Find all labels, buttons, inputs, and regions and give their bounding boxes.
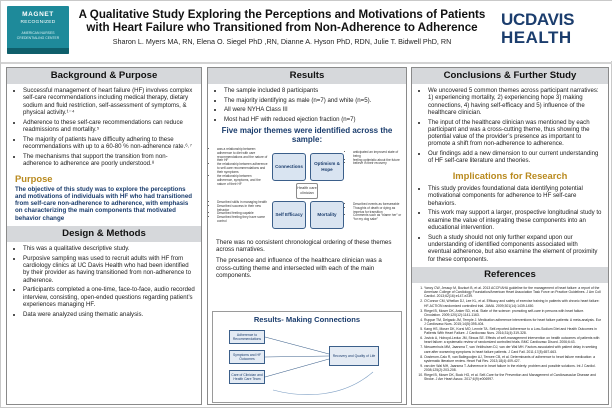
column-left: Background & Purpose Successful manageme…	[6, 67, 202, 405]
references-list: Yancy CW, Jessup M, Bozkurt B, et al. 20…	[412, 283, 608, 381]
note-item: the relationship between adherence to se…	[217, 162, 268, 175]
reference-item: Riegel B, Moser DK, Buck HG, et al. Self…	[424, 373, 602, 381]
connections-box: Symptoms and HF Outcomes	[229, 350, 265, 364]
poster-title: A Qualitative Study Exploring the Percep…	[78, 8, 486, 34]
connections-arrows	[264, 336, 374, 395]
note-optimism: anticipated an improved state of being f…	[348, 150, 402, 167]
list-item: Most had HF with reduced ejection fracti…	[224, 116, 400, 123]
connections-box: Adherence to Recommendations	[229, 330, 265, 344]
conclusions-list: We uncovered 5 common themes across part…	[412, 84, 608, 165]
list-item: We uncovered 5 common themes across part…	[428, 87, 602, 116]
results-paragraph-clinician: The presence and influence of the health…	[216, 257, 382, 279]
magnet-logo-subtitle: RECOGNIZED	[20, 19, 56, 25]
references-heading: References	[412, 266, 608, 283]
poster-authors: Sharon L. Myers MA, RN, Elena O. Siegel …	[112, 37, 452, 46]
reference-item: Kang HS, Moser DK, Korsi MO, Lennie TA. …	[424, 327, 602, 335]
purpose-text: The objective of this study was to explo…	[15, 185, 193, 222]
reference-item: Ruppar TM, Delgado JM, Temple J. Medicat…	[424, 318, 602, 326]
list-item: The majority of patients have difficulty…	[23, 136, 195, 151]
conclusions-heading: Conclusions & Further Study	[412, 68, 608, 84]
reference-item: Oosterom-Calo R, van Ballegooijen AJ, Te…	[424, 355, 602, 363]
list-item: Such a study should not only further exp…	[428, 234, 602, 263]
purpose-heading: Purpose	[15, 172, 53, 184]
reference-item: Nieuwenhuis MM, Jaarsma T, van Veldhuise…	[424, 345, 602, 353]
magnet-recognized-logo: MAGNET RECOGNIZED AMERICAN NURSES CREDEN…	[7, 6, 69, 54]
reference-item: O'Connor CM, Whellan DJ, Lee KL, et al. …	[424, 299, 602, 307]
list-item: Adherence to these self-care recommendat…	[23, 119, 195, 134]
note-self-efficacy: Described skills in managing health Desc…	[212, 200, 268, 224]
list-item: The sample included 8 participants	[224, 87, 400, 94]
list-item: All were NYHA Class III	[224, 106, 400, 113]
list-item: Participants completed a one-time, face-…	[23, 286, 195, 308]
design-list: This was a qualitative descriptive study…	[7, 242, 201, 318]
note-item: Described feeling they have some control	[217, 215, 268, 224]
list-item: This work may support a larger, prospect…	[428, 209, 602, 231]
list-item: The mechanisms that support the transiti…	[23, 153, 195, 168]
note-item: the relationship between adherence, symp…	[217, 174, 268, 187]
note-item: feeling optimistic about the future	[353, 158, 402, 163]
connections-box: Recovery and Quality of Life	[329, 346, 379, 366]
note-connections: was a relationship between adherence to …	[212, 147, 268, 187]
note-item: Described events as foreseeable	[353, 202, 402, 207]
connections-box: Care of Clinician and Health Care Team	[229, 370, 265, 384]
note-item: Described success in their new behavior	[217, 204, 268, 213]
note-item: believe in their recovery	[353, 162, 402, 166]
implications-heading: Implications for Research	[452, 170, 568, 182]
results-list: The sample included 8 participants The m…	[208, 84, 406, 123]
themes-heading: Five major themes were identified across…	[221, 125, 393, 144]
ucdavis-logo-line2: HEALTH	[501, 28, 572, 47]
poster-header: MAGNET RECOGNIZED AMERICAN NURSES CREDEN…	[1, 1, 612, 61]
reference-item: Riegel B, Moser DK, Anker SD, et al. Sta…	[424, 309, 602, 317]
list-item: The input of the healthcare clinician wa…	[428, 119, 602, 148]
reference-item: van der Wal MH, Jaarsma T. Adherence in …	[424, 364, 602, 372]
note-mortality: Described events as foreseeable Thoughts…	[348, 202, 402, 223]
list-item: Purposive sampling was used to recruit a…	[23, 255, 195, 284]
ucdavis-health-logo: UCDAVIS HEALTH	[501, 11, 609, 46]
theme-mortality-box: Mortality	[310, 200, 344, 229]
results-paragraph-ordering: There was no consistent chronological or…	[216, 238, 392, 254]
reference-item: Jovicic A, Holroyd-Leduc JM, Straus SE. …	[424, 336, 602, 344]
note-item: was a relationship between adherence to …	[217, 147, 268, 164]
magnet-logo-title: MAGNET	[22, 11, 54, 18]
list-item: The majority identifying as male (n=7) a…	[224, 97, 400, 104]
theme-optimism-box: Optimism & Hope	[310, 152, 344, 181]
list-item: This was a qualitative descriptive study…	[23, 245, 195, 252]
background-heading: Background & Purpose	[7, 68, 201, 84]
note-item: Described skills in managing health	[217, 200, 268, 205]
background-list: Successful management of heart failure (…	[7, 84, 201, 167]
note-item: anticipated an improved state of being	[353, 150, 402, 159]
implications-list: This study provides foundational data id…	[412, 182, 608, 263]
theme-connections-box: Connections	[272, 152, 306, 181]
header-divider	[1, 62, 612, 64]
note-item: Comments such as “blame her” or “for my …	[353, 214, 402, 222]
list-item: Successful management of heart failure (…	[23, 87, 195, 116]
list-item: This study provides foundational data id…	[428, 185, 602, 207]
magnet-logo-bar	[7, 48, 69, 54]
list-item: Data were analyzed using thematic analys…	[23, 311, 195, 318]
making-connections-figure: Results- Making Connections Adherence to…	[212, 311, 402, 403]
ucdavis-logo-line1: UCDAVIS	[501, 10, 575, 29]
column-right: Conclusions & Further Study We uncovered…	[411, 67, 609, 405]
magnet-logo-caption: AMERICAN NURSES CREDENTIALING CENTER	[16, 31, 60, 40]
theme-self-efficacy-box: Self Efficacy	[272, 200, 306, 229]
themes-diagram: was a relationship between adherence to …	[208, 145, 406, 253]
column-middle: Results The sample included 8 participan…	[207, 67, 407, 405]
note-item: Described feeling capable	[217, 212, 268, 216]
results-heading: Results	[208, 68, 406, 84]
reference-item: Yancy CW, Jessup M, Bozkurt B, et al. 20…	[424, 286, 602, 299]
note-item: Thoughts of death or dying as impetus fo…	[353, 206, 402, 215]
design-heading: Design & Methods	[7, 226, 201, 243]
making-connections-title: Results- Making Connections	[253, 315, 361, 324]
theme-center-box: Health care clinician	[296, 182, 318, 199]
list-item: Our findings add a new dimension to our …	[428, 150, 602, 165]
